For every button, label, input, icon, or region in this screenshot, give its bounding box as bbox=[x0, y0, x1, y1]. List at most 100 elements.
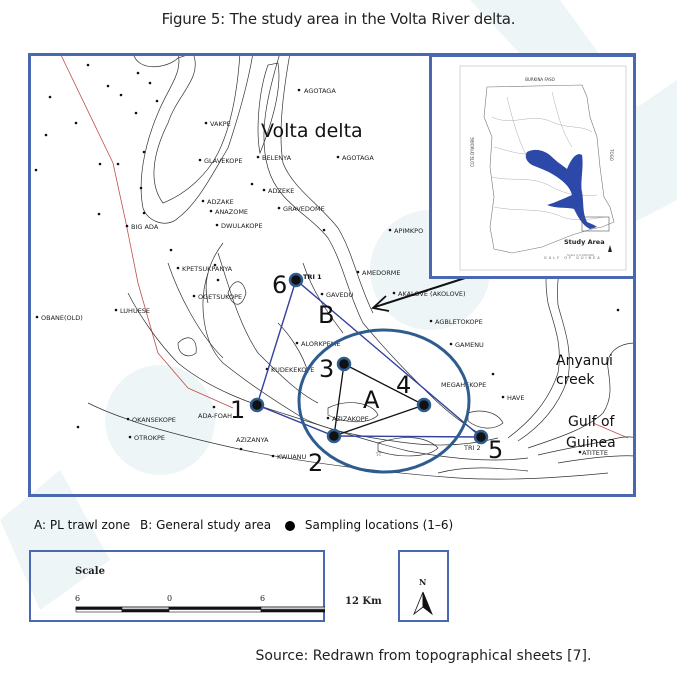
svg-text:ALORKPEME: ALORKPEME bbox=[301, 340, 340, 348]
point-label-6: 6 bbox=[272, 271, 287, 299]
town-belenya: BELENYA bbox=[256, 154, 292, 162]
svg-text:GLAVEKOPE: GLAVEKOPE bbox=[204, 157, 242, 165]
town-big-ada: BIG ADA bbox=[125, 223, 159, 231]
trawl-triangle bbox=[333, 363, 426, 437]
svg-text:GAVEDU: GAVEDU bbox=[326, 291, 354, 299]
town-azizanya: AZIZANYA bbox=[236, 436, 269, 451]
svg-text:KWUANU: KWUANU bbox=[277, 453, 307, 461]
inset-map: BURKINA FASO COTE D'IVOIRE TOGO GULF OF … bbox=[459, 65, 627, 271]
tri1-tag: TRI 1 bbox=[303, 273, 322, 281]
svg-text:AKALOVE (AKOLOVE): AKALOVE (AKOLOVE) bbox=[398, 290, 466, 298]
svg-text:OBANE(OLD): OBANE(OLD) bbox=[41, 314, 83, 322]
svg-text:AZIZAKOPE: AZIZAKOPE bbox=[332, 415, 369, 423]
town-agbletokope: AGBLETOKOPE bbox=[429, 318, 483, 326]
svg-text:VAKPE: VAKPE bbox=[210, 120, 231, 128]
sampling-point-1 bbox=[249, 397, 265, 413]
svg-text:BIG ADA: BIG ADA bbox=[131, 223, 159, 231]
district-boundary-east bbox=[592, 422, 629, 439]
point-label-4: 4 bbox=[396, 371, 411, 399]
lake-volta bbox=[525, 149, 597, 229]
north-label: N bbox=[419, 577, 427, 587]
svg-text:ADA-FOAH: ADA-FOAH bbox=[198, 412, 232, 420]
town-dwulakope: DWULAKOPE bbox=[215, 222, 262, 230]
town-gavedu: GAVEDU bbox=[320, 291, 354, 299]
legend: A: PL trawl zone B: General study area S… bbox=[34, 518, 459, 532]
town-obane-old: OBANE(OLD) bbox=[35, 314, 83, 322]
scale-bar-box: Scale 6 0 6 bbox=[29, 550, 325, 622]
north-arrow-icon bbox=[413, 591, 433, 616]
town-ogetsukope: OGETSUKOPE bbox=[192, 293, 242, 301]
svg-text:ANAZOME: ANAZOME bbox=[215, 208, 248, 216]
sampling-dot-icon bbox=[284, 521, 295, 531]
trawl-zone-circle-a bbox=[297, 328, 471, 474]
svg-text:KPETSUKPANYA: KPETSUKPANYA bbox=[182, 265, 233, 273]
svg-text:OGETSUKOPE: OGETSUKOPE bbox=[198, 293, 242, 301]
svg-text:OKANSEKOPE: OKANSEKOPE bbox=[132, 416, 176, 424]
zone-label-a: A bbox=[363, 386, 380, 414]
svg-text:MEGAHEKOPE: MEGAHEKOPE bbox=[441, 381, 486, 389]
tri2-tag: TRI 2 bbox=[463, 444, 481, 452]
sampling-points bbox=[249, 272, 489, 445]
point-label-3: 3 bbox=[319, 355, 334, 383]
town-glavekope: GLAVEKOPE bbox=[198, 157, 242, 165]
town-ada-foah: ADA-FOAH bbox=[198, 405, 232, 420]
town-anazome: ANAZOME bbox=[209, 208, 248, 216]
ghana-outline bbox=[483, 84, 615, 254]
arrow-head bbox=[371, 295, 390, 312]
svg-text:AGOTAGA: AGOTAGA bbox=[342, 154, 374, 162]
legend-zone-a: A: PL trawl zone bbox=[34, 518, 131, 532]
inset-north-arrow-icon bbox=[608, 245, 612, 252]
town-atitete: ATITETE bbox=[578, 449, 608, 457]
zone-label-b: B bbox=[318, 301, 334, 329]
inset-scale-text: Scale 1:2,000,000 bbox=[567, 253, 594, 257]
inset-map-frame: BURKINA FASO COTE D'IVOIRE TOGO GULF OF … bbox=[429, 54, 636, 279]
scale-tick-left: 6 bbox=[75, 594, 81, 603]
scale-tick-right: 6 bbox=[260, 594, 266, 603]
svg-text:GAMENU: GAMENU bbox=[455, 341, 484, 349]
town-kwuanu: KWUANU bbox=[271, 453, 307, 461]
figure-title: Figure 5: The study area in the Volta Ri… bbox=[161, 10, 516, 28]
town-have: HAVE bbox=[501, 394, 524, 402]
town-luhuese: LUHUESE bbox=[114, 307, 150, 315]
scale-unit: 12 Km bbox=[345, 596, 382, 607]
svg-text:KUDEKEKOPE: KUDEKEKOPE bbox=[271, 366, 314, 374]
town-okansekope: OKANSEKOPE bbox=[126, 416, 176, 424]
svg-text:ADZAKE: ADZAKE bbox=[207, 198, 234, 206]
inset-burkina-label: BURKINA FASO bbox=[525, 77, 555, 82]
svg-text:AMEDORME: AMEDORME bbox=[362, 269, 401, 277]
legend-sampling: Sampling locations (1–6) bbox=[304, 518, 454, 532]
region-label: Volta delta bbox=[261, 120, 363, 142]
svg-text:AGOTAGA: AGOTAGA bbox=[304, 87, 336, 95]
svg-text:ADZEKE: ADZEKE bbox=[268, 187, 294, 195]
town-amedorme: AMEDORME bbox=[356, 269, 401, 277]
creek-label-2: creek bbox=[556, 372, 595, 388]
town-agotaga-1: AGOTAGA bbox=[297, 87, 336, 95]
anyanui-label: Anyanui bbox=[556, 353, 613, 369]
town-labels: AGOTAGA VAKPE GLAVEKOPE BELENYA AGOTAGA … bbox=[35, 87, 608, 461]
town-kpetsukpanya: KPETSUKPANYA bbox=[176, 265, 233, 273]
town-gravedome: GRAVEDOME bbox=[277, 205, 325, 213]
star-marker: ☆ bbox=[375, 449, 382, 458]
figure-source: Source: Redrawn from topographical sheet… bbox=[255, 648, 592, 664]
town-vakpe: VAKPE bbox=[204, 120, 231, 128]
sampling-point-3 bbox=[336, 356, 352, 372]
settlement-dots bbox=[34, 63, 620, 429]
town-akalove: AKALOVE (AKOLOVE) bbox=[392, 290, 466, 298]
town-apimkpo: APIMKPO bbox=[388, 227, 423, 235]
svg-text:HAVE: HAVE bbox=[507, 394, 524, 402]
svg-text:AZIZANYA: AZIZANYA bbox=[236, 436, 269, 444]
svg-text:DWULAKOPE: DWULAKOPE bbox=[221, 222, 262, 230]
point-label-1: 1 bbox=[230, 396, 245, 424]
town-gamenu: GAMENU bbox=[449, 341, 484, 349]
inset-cote-divoire-label: COTE D'IVOIRE bbox=[470, 137, 475, 167]
scale-label: Scale bbox=[75, 566, 105, 577]
town-agotaga-2: AGOTAGA bbox=[336, 154, 374, 162]
town-otrokpe: OTROKPE bbox=[128, 434, 165, 442]
scale-tick-zero: 0 bbox=[167, 594, 173, 603]
point-label-2: 2 bbox=[308, 449, 323, 477]
inset-togo-label: TOGO bbox=[609, 148, 614, 161]
town-alorkpeme: ALORKPEME bbox=[295, 340, 340, 348]
legend-zone-b: B: General study area bbox=[140, 518, 272, 532]
town-azizakope: AZIZAKOPE bbox=[326, 415, 369, 423]
gulf-label-1: Gulf of bbox=[568, 414, 616, 430]
